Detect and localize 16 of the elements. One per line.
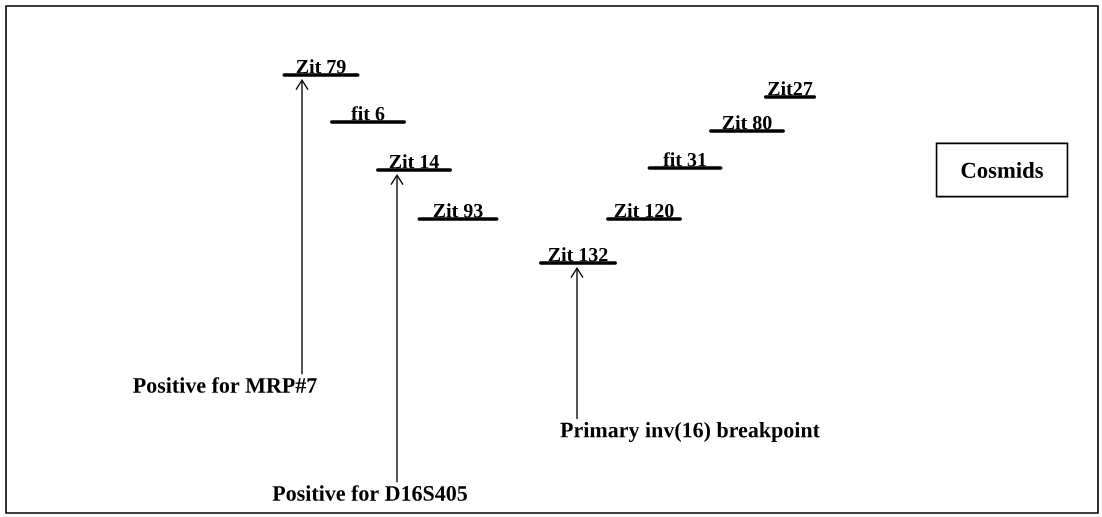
arrow <box>570 267 584 420</box>
cosmid-bar: Zit 79 <box>282 59 360 77</box>
annotation-text: Positive for D16S405 <box>272 485 467 501</box>
arrow <box>390 174 404 483</box>
cosmid-bar: Zit 120 <box>606 203 682 221</box>
cosmid-bar: Zit 14 <box>376 154 452 172</box>
cosmid-bar: fit 6 <box>330 106 406 124</box>
cosmid-bar: fit 31 <box>647 152 723 170</box>
annotation-text: Primary inv(16) breakpoint <box>560 422 820 442</box>
cosmid-bar: Zit27 <box>763 81 817 99</box>
cosmid-bar: Zit 132 <box>539 247 617 265</box>
arrow <box>295 79 309 375</box>
annotation-text: Positive for MRP#7 <box>133 377 317 393</box>
cosmid-bar: Zit 80 <box>709 115 785 133</box>
label-box: Cosmids <box>935 142 1069 198</box>
cosmid-bar: Zit 93 <box>417 203 499 221</box>
